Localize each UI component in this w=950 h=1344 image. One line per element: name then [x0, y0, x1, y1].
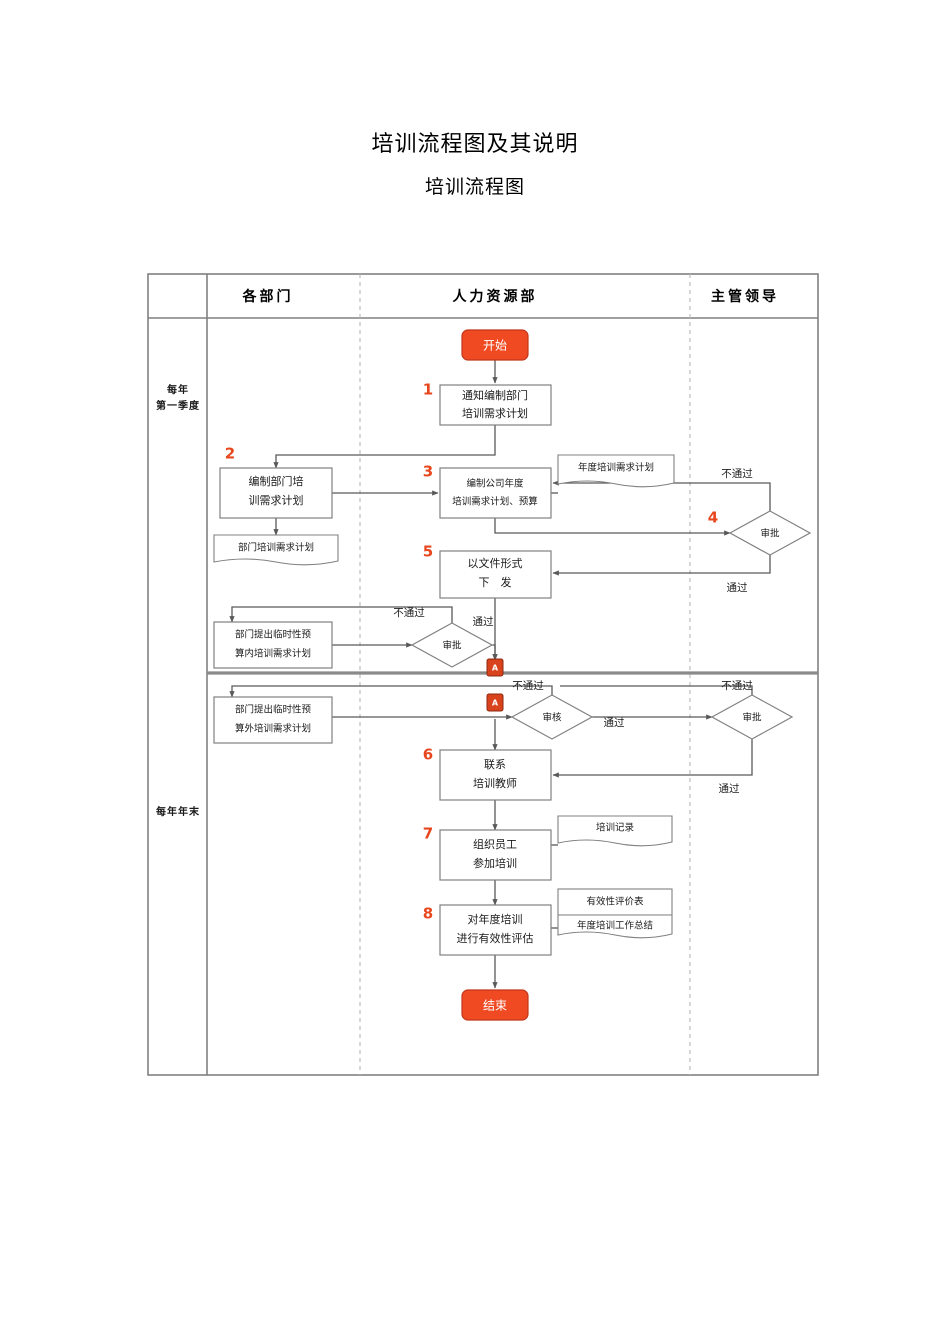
svg-text:编制公司年度: 编制公司年度 — [466, 478, 524, 490]
svg-text:训需求计划: 训需求计划 — [249, 494, 304, 507]
svg-text:每年: 每年 — [167, 383, 189, 396]
node-step-6-contact-trainer: 6 联系 培训教师 — [423, 746, 552, 801]
node-step-2-dept-training-plan: 2 编制部门培 训需求计划 — [219, 445, 333, 519]
svg-text:培训需求计划、预算: 培训需求计划、预算 — [452, 496, 538, 508]
svg-text:部门提出临时性预: 部门提出临时性预 — [235, 629, 312, 641]
svg-text:A: A — [492, 699, 499, 708]
svg-text:第一季度: 第一季度 — [156, 399, 200, 412]
node-end: 结束 — [461, 989, 529, 1021]
svg-text:6: 6 — [423, 746, 433, 764]
svg-text:年度培训工作总结: 年度培训工作总结 — [577, 920, 653, 932]
svg-text:主管领导: 主管领导 — [711, 288, 779, 305]
svg-text:下 发: 下 发 — [479, 575, 512, 589]
svg-text:培训教师: 培训教师 — [473, 776, 517, 790]
edge-label-out-budget-approval-fail: 不通过 — [721, 679, 753, 692]
connector-a-bottom: A — [486, 693, 504, 712]
edge-label-approval4-fail: 不通过 — [721, 467, 753, 480]
svg-text:开始: 开始 — [483, 339, 507, 353]
svg-text:审核: 审核 — [542, 712, 562, 724]
svg-text:部门提出临时性预: 部门提出临时性预 — [235, 704, 312, 716]
svg-text:进行有效性评估: 进行有效性评估 — [457, 931, 534, 945]
svg-text:4: 4 — [708, 509, 718, 527]
svg-text:培训需求计划: 培训需求计划 — [462, 406, 528, 420]
column-header-hr: 人力资源部 — [453, 288, 538, 305]
node-out-budget-approval: 审批 不通过 通过 — [710, 679, 794, 795]
page-title: 培训流程图及其说明 — [371, 132, 579, 157]
svg-text:5: 5 — [423, 543, 433, 561]
svg-text:培训记录: 培训记录 — [596, 822, 635, 834]
row-label-year-end: 每年年末 — [156, 805, 200, 818]
node-step-7-organize-training: 7 组织员工 参加培训 — [423, 825, 552, 881]
svg-text:3: 3 — [423, 463, 433, 481]
svg-text:7: 7 — [423, 825, 433, 843]
swimlane-table-frame — [147, 273, 819, 1076]
connector-a-top: A — [486, 658, 504, 677]
svg-text:算内培训需求计划: 算内培训需求计划 — [235, 648, 311, 660]
edge-label-out-budget-review-pass: 通过 — [604, 716, 625, 729]
page-subtitle: 培训流程图 — [424, 176, 525, 198]
edge-label-out-budget-approval-pass: 通过 — [719, 782, 740, 795]
node-in-budget-approval: 审批 不通过 通过 — [393, 606, 494, 668]
svg-text:年度培训需求计划: 年度培训需求计划 — [578, 462, 654, 474]
doc-annual-training-need-plan: 年度培训需求计划 — [557, 454, 675, 488]
svg-text:人力资源部: 人力资源部 — [453, 288, 538, 305]
node-start: 开始 — [461, 329, 529, 361]
edge-label-approval4-pass: 通过 — [727, 581, 748, 594]
svg-text:A: A — [492, 664, 499, 673]
svg-text:每年年末: 每年年末 — [156, 805, 200, 818]
doc-annual-training-summary: 年度培训工作总结 — [557, 914, 673, 939]
svg-text:以文件形式: 以文件形式 — [468, 556, 523, 570]
doc-effectiveness-evaluation-form: 有效性评价表 — [557, 888, 673, 916]
node-step-1-notify-departments: 1 通知编制部门 培训需求计划 — [423, 381, 552, 426]
node-temp-in-budget-request: 部门提出临时性预 算内培训需求计划 — [213, 621, 333, 669]
svg-text:对年度培训: 对年度培训 — [468, 912, 523, 926]
edge-label-out-budget-review-fail: 不通过 — [512, 679, 544, 692]
column-header-leadership: 主管领导 — [711, 288, 779, 305]
node-step-8-effectiveness-evaluation: 8 对年度培训 进行有效性评估 — [423, 904, 552, 956]
svg-text:结束: 结束 — [483, 999, 507, 1013]
node-temp-out-budget-request: 部门提出临时性预 算外培训需求计划 — [213, 696, 333, 744]
svg-text:部门培训需求计划: 部门培训需求计划 — [238, 542, 314, 554]
node-out-budget-review: 审核 不通过 通过 — [510, 679, 625, 740]
svg-text:联系: 联系 — [484, 758, 506, 771]
svg-text:组织员工: 组织员工 — [473, 837, 517, 851]
svg-text:2: 2 — [225, 445, 235, 463]
svg-text:参加培训: 参加培训 — [473, 856, 517, 870]
doc-dept-training-need-plan: 部门培训需求计划 — [213, 534, 339, 566]
node-step-4-approval: 4 审批 不通过 通过 — [708, 467, 812, 594]
svg-text:编制部门培: 编制部门培 — [249, 474, 304, 488]
column-header-departments: 各部门 — [242, 288, 294, 305]
svg-text:审批: 审批 — [760, 528, 780, 540]
node-step-5-issue-document: 5 以文件形式 下 发 — [423, 543, 552, 599]
row-label-first-quarter: 每年 第一季度 — [156, 383, 200, 412]
edge-label-in-budget-fail: 不通过 — [393, 606, 425, 619]
svg-text:有效性评价表: 有效性评价表 — [586, 896, 644, 908]
svg-text:各部门: 各部门 — [242, 288, 294, 305]
flow-connectors — [229, 360, 771, 989]
node-step-3-company-annual-plan: 3 编制公司年度 培训需求计划、预算 — [423, 463, 552, 519]
svg-text:算外培训需求计划: 算外培训需求计划 — [235, 723, 311, 735]
edge-label-in-budget-pass: 通过 — [473, 615, 494, 628]
svg-text:审批: 审批 — [442, 640, 462, 652]
doc-training-record: 培训记录 — [557, 815, 673, 847]
svg-text:审批: 审批 — [742, 712, 762, 724]
svg-text:1: 1 — [423, 381, 433, 399]
svg-text:8: 8 — [423, 905, 433, 923]
svg-text:通知编制部门: 通知编制部门 — [462, 388, 528, 402]
